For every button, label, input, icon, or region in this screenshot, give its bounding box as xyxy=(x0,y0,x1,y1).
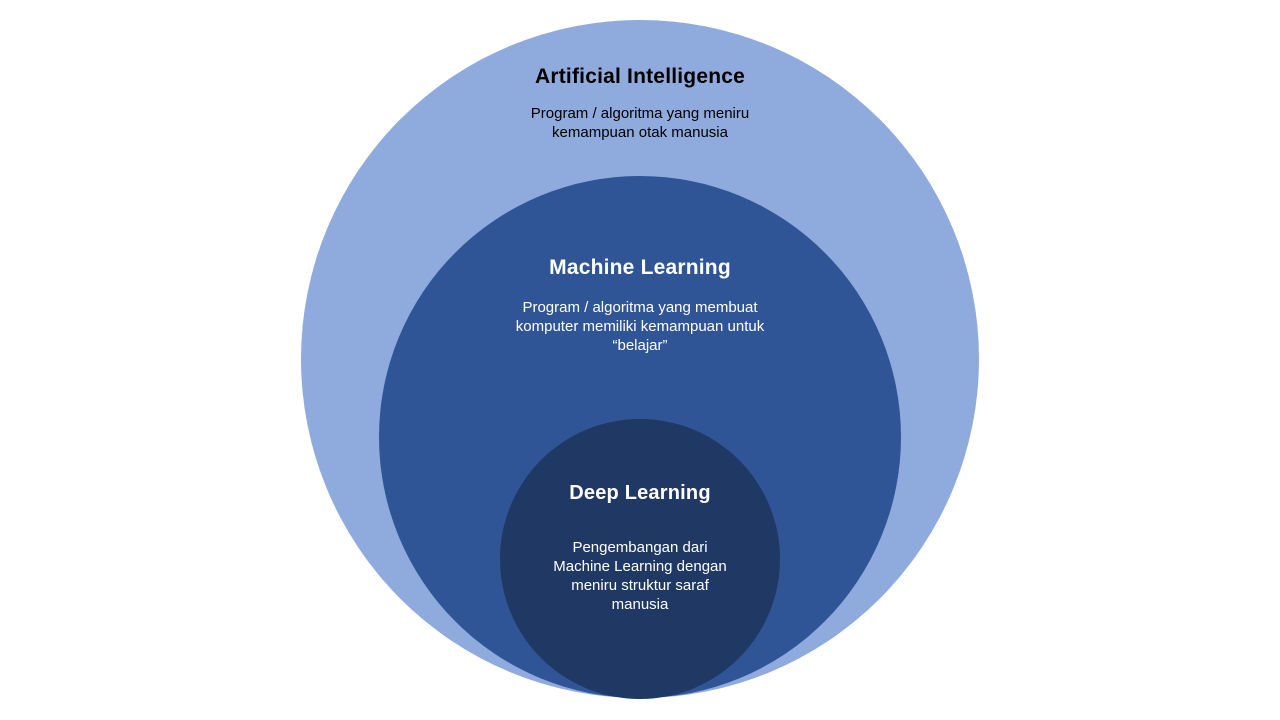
deep-learning-description: Pengembangan dari Machine Learning denga… xyxy=(553,539,727,613)
artificial-intelligence-description: Program / algoritma yang meniru kemampua… xyxy=(530,105,750,141)
artificial-intelligence-title: Artificial Intelligence xyxy=(535,65,745,88)
deep-learning-title: Deep Learning xyxy=(569,482,711,504)
machine-learning-description: Program / algoritma yang membuat kompute… xyxy=(515,299,765,354)
circle-deep-learning xyxy=(500,419,780,699)
machine-learning-title: Machine Learning xyxy=(549,256,731,279)
